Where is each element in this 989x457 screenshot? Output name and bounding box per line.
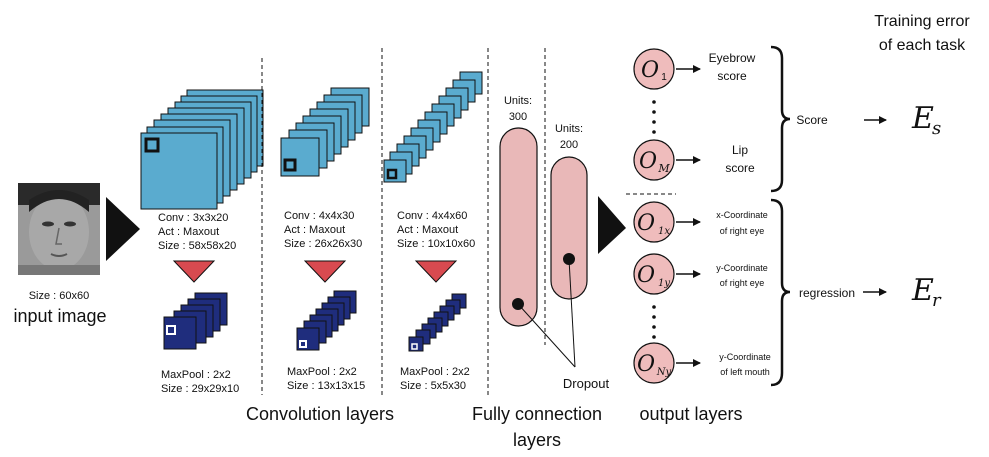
- conv3-pool-size-label: Size : 5x5x30: [400, 380, 466, 392]
- conv1-maxpool-label: MaxPool : 2x2: [161, 369, 231, 381]
- score-group-label: Score: [796, 113, 828, 127]
- input-size-label: Size : 60x60: [29, 290, 90, 302]
- fc1-layer: [499, 127, 538, 327]
- svg-text:O: O: [637, 211, 655, 236]
- o1x-label-line1: x-Coordinate: [716, 210, 768, 220]
- conv3-pool-marker: [411, 343, 418, 350]
- dropout-label: Dropout: [563, 376, 610, 391]
- ony-label-line1: y-Coordinate: [719, 352, 771, 362]
- o1y-label-line1: y-Coordinate: [716, 263, 768, 273]
- output-node-om: O M: [633, 139, 675, 181]
- svg-text:M: M: [657, 162, 670, 175]
- score-brace: [770, 45, 791, 193]
- conv1-pool-marker: [166, 325, 176, 335]
- conv3-kernel-marker: [386, 168, 398, 180]
- training-error-title-line2: of each task: [879, 37, 966, 54]
- conv3-conv-label: Conv : 4x4x60: [397, 210, 467, 222]
- output-node-ony: O Ny: [633, 342, 675, 384]
- output-node-o1y: O 1y: [633, 253, 675, 295]
- fc2-units-label: Units:: [555, 123, 583, 135]
- o1y-label-line2: of right eye: [720, 278, 765, 288]
- svg-text:1: 1: [661, 72, 667, 83]
- flow-arrow-1: [106, 197, 140, 261]
- input-face-image: [18, 183, 100, 275]
- conv2-feature-maps: [280, 87, 370, 177]
- conv2-pool-marker: [299, 340, 307, 348]
- dropout-line-2: [568, 258, 576, 368]
- fc2-layer: [550, 156, 588, 300]
- conv2-maxpool-label: MaxPool : 2x2: [287, 366, 357, 378]
- svg-text:Ny: Ny: [656, 367, 672, 378]
- fc1-units-value: 300: [509, 111, 527, 123]
- dropout-line-1: [517, 303, 576, 368]
- input-caption: input image: [13, 306, 106, 326]
- ellipsis-regression: [652, 305, 656, 339]
- svg-text:O: O: [637, 263, 655, 288]
- svg-text:1y: 1y: [658, 278, 670, 289]
- svg-text:O: O: [637, 352, 655, 377]
- svg-text:E: E: [911, 273, 934, 308]
- output-node-o1: O 1: [633, 48, 675, 90]
- section-convolution-layers: Convolution layers: [246, 404, 394, 424]
- conv2-size-label: Size : 26x26x30: [284, 238, 362, 250]
- o1x-label-line2: of right eye: [720, 226, 765, 236]
- regression-brace: [770, 198, 791, 387]
- conv1-down-arrow: [172, 260, 216, 283]
- conv2-pool-maps: [296, 290, 357, 351]
- o1-label-line2: score: [717, 69, 747, 83]
- conv2-conv-label: Conv : 4x4x30: [284, 210, 354, 222]
- svg-text:s: s: [932, 118, 941, 139]
- section-fc-line1: Fully connection: [472, 404, 602, 424]
- output-node-o1x: O 1x: [633, 201, 675, 243]
- training-error-title-line1: Training error: [874, 13, 970, 30]
- om-label-line2: score: [725, 161, 755, 175]
- conv3-down-arrow: [414, 260, 458, 283]
- om-label-line1: Lip: [732, 143, 748, 157]
- flow-arrow-2: [598, 196, 626, 254]
- conv3-pool-maps: [408, 293, 467, 352]
- error-er: E r: [911, 273, 942, 311]
- conv2-kernel-marker: [283, 158, 297, 172]
- conv1-pool-maps: [163, 292, 228, 350]
- conv1-act-label: Act : Maxout: [158, 226, 219, 238]
- conv2-down-arrow: [303, 260, 347, 283]
- svg-text:O: O: [639, 149, 657, 174]
- fc2-units-value: 200: [560, 139, 578, 151]
- ellipsis-score: [652, 100, 656, 134]
- conv1-feature-maps: [140, 89, 264, 210]
- conv3-size-label: Size : 10x10x60: [397, 238, 475, 250]
- regression-group-label: regression: [799, 286, 855, 300]
- svg-text:r: r: [932, 290, 942, 311]
- svg-text:O: O: [641, 58, 659, 83]
- conv1-size-label: Size : 58x58x20: [158, 240, 236, 252]
- conv1-kernel-marker: [144, 137, 160, 153]
- conv3-maxpool-label: MaxPool : 2x2: [400, 366, 470, 378]
- conv3-feature-maps: [383, 71, 483, 183]
- conv3-act-label: Act : Maxout: [397, 224, 458, 236]
- ony-label-line2: of left mouth: [720, 367, 770, 377]
- section-output-layers: output layers: [639, 404, 742, 424]
- fc1-units-label: Units:: [504, 95, 532, 107]
- section-fc-line2: layers: [513, 430, 561, 450]
- conv1-pool-size-label: Size : 29x29x10: [161, 383, 239, 395]
- svg-text:E: E: [911, 101, 934, 136]
- error-es: E s: [911, 101, 941, 139]
- conv1-conv-label: Conv : 3x3x20: [158, 212, 228, 224]
- conv2-act-label: Act : Maxout: [284, 224, 345, 236]
- o1-label-line1: Eyebrow: [709, 51, 756, 65]
- svg-text:1x: 1x: [658, 226, 670, 237]
- conv2-pool-size-label: Size : 13x13x15: [287, 380, 365, 392]
